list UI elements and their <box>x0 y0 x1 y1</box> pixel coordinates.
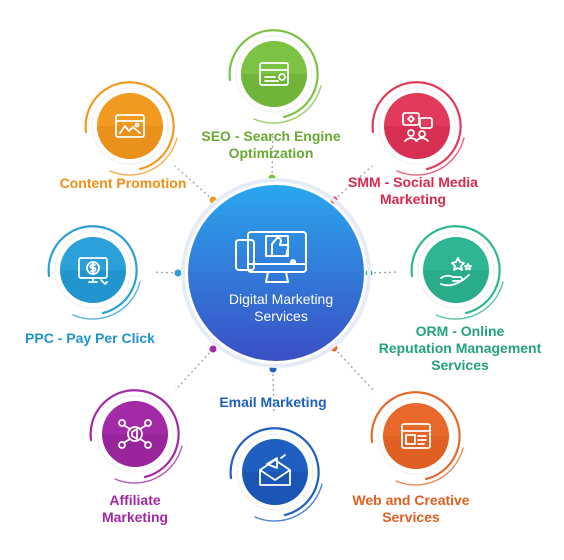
web-browser-icon <box>401 423 431 449</box>
node-affiliate <box>89 389 183 484</box>
center-hub <box>181 178 371 368</box>
connector-smm <box>333 165 373 201</box>
node-circle-seo <box>241 41 307 107</box>
social-likes-icon <box>402 112 433 142</box>
node-orm <box>410 225 504 320</box>
label-affiliate-line-2: Marketing <box>101 509 169 525</box>
connector-email <box>272 368 275 413</box>
label-ppc: PPC - Pay Per Click <box>8 330 172 347</box>
search-window-icon <box>259 62 289 86</box>
network-megaphone-icon <box>118 419 152 449</box>
label-seo: SEO - Search Engine Optimization <box>186 128 356 162</box>
node-smm <box>371 81 465 176</box>
center-title-line-2: Services <box>254 308 308 324</box>
label-orm: ORM - Online Reputation Management Servi… <box>364 323 556 374</box>
label-smm-line-2: Marketing <box>379 191 447 207</box>
node-email <box>229 427 323 522</box>
node-circle-content <box>97 93 163 159</box>
connector-orm <box>368 271 397 274</box>
connector-seo <box>271 133 274 179</box>
label-content-line-1: Content Promotion <box>59 175 187 191</box>
label-orm-line-1: ORM - Online <box>415 323 505 339</box>
label-orm-line-3: Services <box>431 357 489 373</box>
connector-affiliate <box>175 348 214 391</box>
label-smm: SMM - Social Media Marketing <box>328 174 498 208</box>
node-content <box>84 81 178 176</box>
connector-web <box>333 347 376 393</box>
node-web <box>370 391 464 486</box>
connector-ppc <box>152 271 179 274</box>
node-seo <box>228 29 322 124</box>
label-web-line-2: Services <box>382 509 440 525</box>
envelope-megaphone-icon <box>259 454 291 486</box>
label-email-line-1: Email Marketing <box>219 394 327 410</box>
connector-dot-ppc <box>174 269 182 277</box>
label-content: Content Promotion <box>40 175 206 192</box>
node-circle-smm <box>384 93 450 159</box>
hand-stars-icon <box>440 257 472 287</box>
label-ppc-line-1: PPC - Pay Per Click <box>25 330 155 346</box>
node-circle-affiliate <box>102 401 168 467</box>
content-window-icon <box>115 114 145 138</box>
connector-dot-affiliate <box>209 345 217 353</box>
label-web: Web and Creative Services <box>336 492 486 526</box>
center-title-line-1: Digital Marketing <box>228 291 334 307</box>
label-web-line-1: Web and Creative <box>352 492 470 508</box>
node-circle-email <box>242 439 308 505</box>
computer-thumbs-up-icon <box>235 231 307 283</box>
label-smm-line-1: SMM - Social Media <box>348 174 478 190</box>
label-email: Email Marketing <box>198 394 348 411</box>
label-orm-line-2: Reputation Management <box>378 340 542 356</box>
node-ppc <box>47 225 141 320</box>
node-circle-web <box>383 403 449 469</box>
connector-content <box>174 165 214 201</box>
label-seo-line-1: SEO - Search Engine <box>201 128 341 144</box>
label-seo-line-2: Optimization <box>228 145 314 161</box>
label-affiliate-line-1: Affiliate <box>109 492 161 508</box>
label-affiliate: Affiliate Marketing <box>80 492 190 526</box>
dollar-monitor-icon <box>78 257 108 285</box>
center-title: Digital Marketing Services <box>196 291 366 325</box>
